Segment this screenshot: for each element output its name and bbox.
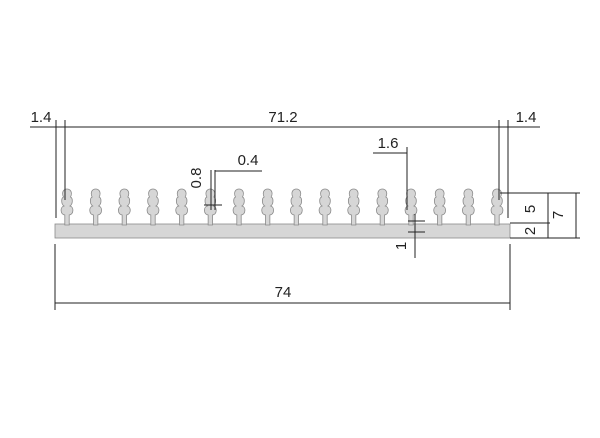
fin-root-dimension: 1 xyxy=(393,214,425,258)
heatsink-fin xyxy=(290,188,303,226)
heatsink-fin xyxy=(118,188,131,226)
heatsink-fin xyxy=(175,188,188,226)
heatsink-fin xyxy=(462,188,475,226)
fin-pitch-label: 1.6 xyxy=(378,135,399,152)
left-margin-label: 1.4 xyxy=(31,109,52,126)
base-thickness-label: 2 xyxy=(522,227,539,235)
heatsink-fin xyxy=(146,188,160,226)
heatsink-fin xyxy=(89,188,102,226)
bottom-dimension: 74 xyxy=(54,244,511,310)
total-width-label: 74 xyxy=(275,284,292,301)
heatsink-profile xyxy=(54,188,511,239)
heatsink-fin xyxy=(204,188,217,226)
heatsink-fin xyxy=(232,188,246,226)
heatsink-fin xyxy=(376,188,389,226)
heatsink-fin xyxy=(490,188,504,226)
fin-detail-dimension: 0.8 0.4 xyxy=(188,152,262,210)
fin-height-label: 5 xyxy=(522,205,539,213)
fin-pitch-dimension: 1.6 xyxy=(373,135,408,210)
right-margin-label: 1.4 xyxy=(516,109,537,126)
heatsink-base xyxy=(54,223,511,239)
fin-span-label: 71.2 xyxy=(268,109,297,126)
height-dimensions: 5 2 7 xyxy=(500,192,580,239)
heatsink-fin xyxy=(404,188,418,226)
heatsink-fin xyxy=(433,188,446,226)
heatsink-fin xyxy=(318,188,332,226)
fin-thickness-label: 0.4 xyxy=(238,152,259,169)
top-dimension: 1.4 71.2 1.4 xyxy=(30,109,540,218)
heatsink-fin xyxy=(261,188,274,226)
heatsink-fin xyxy=(60,188,74,226)
fin-gap-label: 0.8 xyxy=(188,168,205,189)
heatsink-fins xyxy=(60,188,504,226)
heatsink-fin xyxy=(347,188,360,226)
fin-root-label: 1 xyxy=(393,242,410,250)
total-height-label: 7 xyxy=(550,211,567,219)
